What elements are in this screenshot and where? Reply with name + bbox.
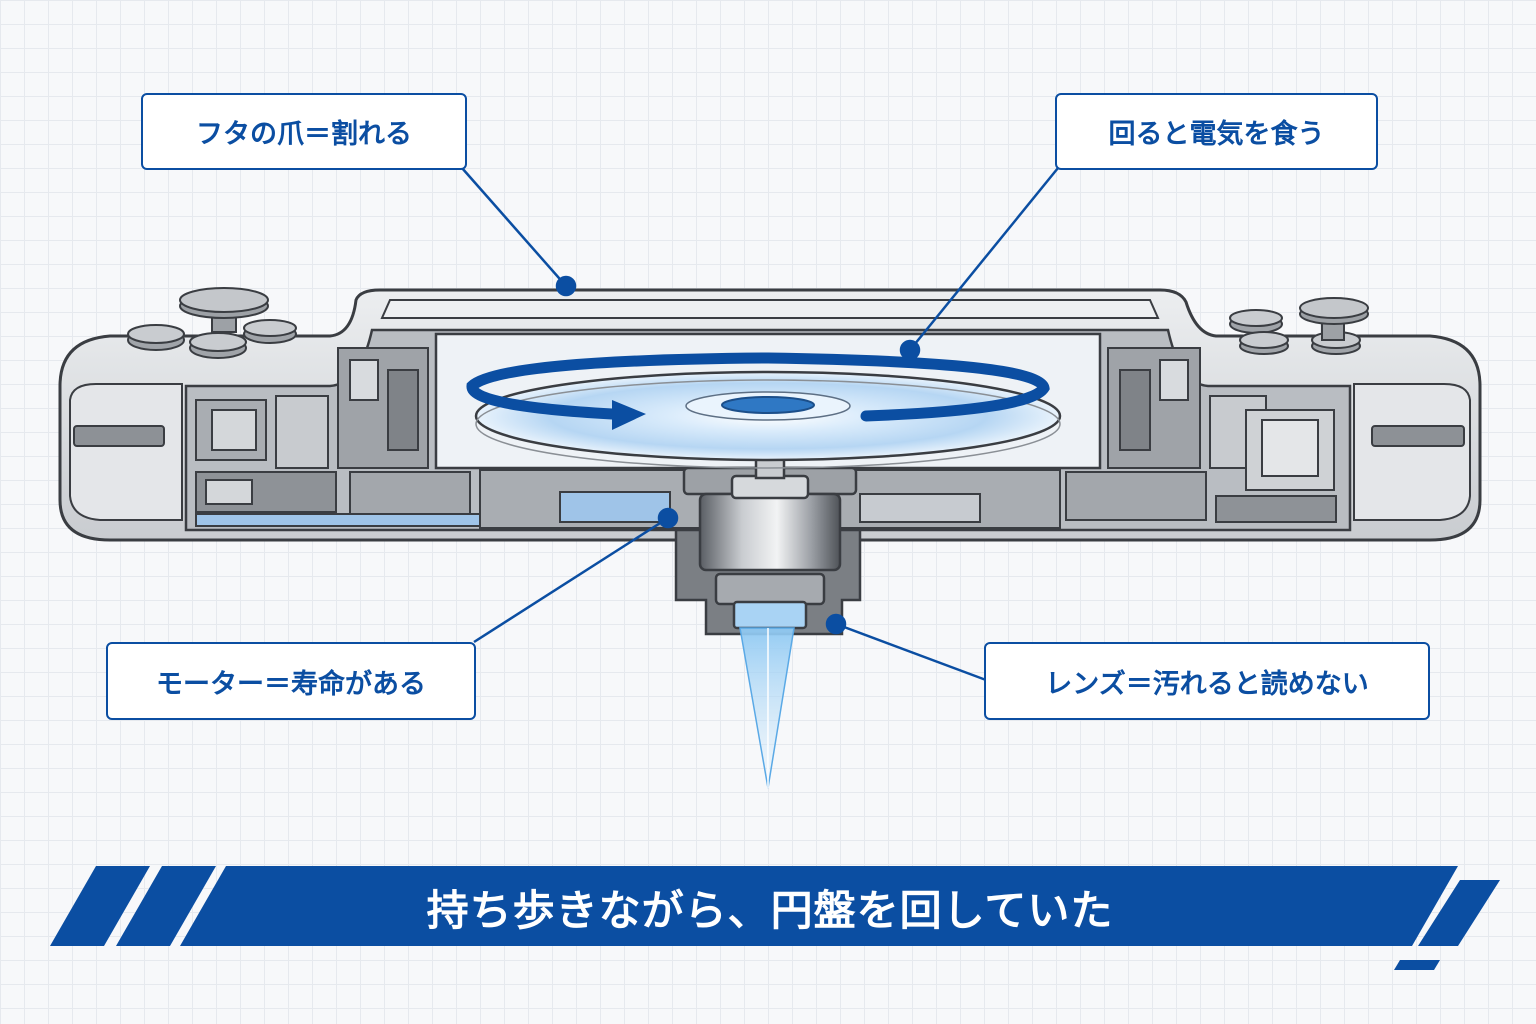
callout-power-draw: 回ると電気を食う	[1055, 93, 1378, 170]
left-slot	[73, 425, 165, 447]
left-grip	[69, 383, 183, 521]
disc-hole	[721, 396, 815, 414]
callout-lid-claw: フタの爪＝割れる	[141, 93, 467, 170]
laser-beam	[739, 627, 795, 789]
right-grip	[1353, 383, 1471, 521]
banner-caption: 持ち歩きながら、円盤を回していた	[426, 885, 1114, 935]
lid-plate	[380, 299, 1160, 319]
bottom-banner	[50, 866, 1500, 970]
callout-motor-life: モーター＝寿命がある	[106, 642, 476, 720]
leader-lines	[461, 167, 1059, 682]
right-slot	[1371, 425, 1465, 447]
callout-lens-dirt: レンズ＝汚れると読めない	[984, 642, 1430, 720]
spindle-motor	[674, 452, 862, 636]
rotation-arrow-icon	[466, 352, 1050, 422]
rotation-arrowhead-icon	[612, 400, 646, 430]
disc-rim	[475, 379, 1061, 469]
right-controls	[1229, 297, 1369, 355]
left-controls	[127, 287, 297, 359]
